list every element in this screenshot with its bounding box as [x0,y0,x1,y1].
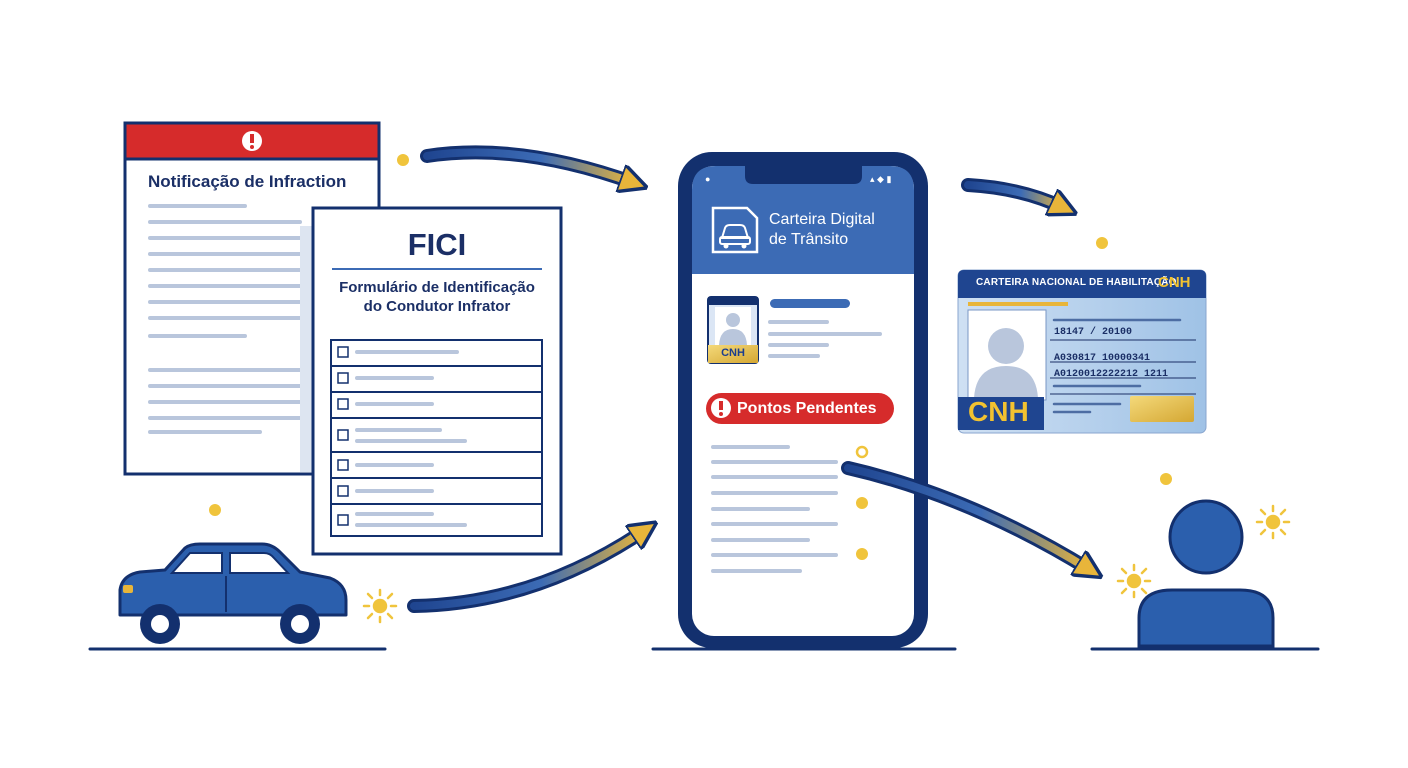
checkbox-icon [337,346,349,526]
license-number-2: A030817 10000341 [1054,353,1151,364]
fici-title: FICI [407,227,467,262]
license-number-1: 18147 / 20100 [1054,327,1133,338]
app-title: Carteira Digital de Trânsito [769,210,875,250]
svg-text:▴ ◆ ▮: ▴ ◆ ▮ [870,174,891,184]
cnh-mini-card [707,296,759,364]
notice-title: Notificação de Infraction [148,172,347,191]
license-number-3: A0120012222212 1211 [1054,369,1169,380]
license-card-cnh-top: CNH [1158,274,1191,291]
decorative-dots [209,154,1172,560]
car-icon [118,542,348,644]
svg-text:●: ● [705,174,710,184]
fici-subtitle-line1: Formulário de Identificação [339,279,535,296]
notice-text-lines [148,204,302,434]
app-title-line1: Carteira Digital [769,211,875,228]
license-card-cnh-big: CNH [968,396,1029,427]
fici-subtitle-line2: do Condutor Infrator [363,298,511,315]
pending-points-label: Pontos Pendentes [737,400,877,417]
license-card-title: CARTEIRA NACIONAL DE HABILITAÇÃO [976,277,1177,288]
app-title-line2: de Trânsito [769,231,849,248]
arrow-icon [407,145,1090,613]
exclamation-icon [242,131,262,151]
cnh-mini-label: CNH [721,347,745,359]
person-icon [1137,499,1275,648]
fici-subtitle: Formulário de Identificação do Condutor … [313,278,561,316]
smartphone: ● ▴ ◆ ▮ [678,152,928,648]
sun-icon [362,504,1291,624]
pending-points-badge [706,393,894,424]
car-document-icon [711,206,759,254]
license-card [957,269,1207,434]
fici-form [311,206,563,556]
